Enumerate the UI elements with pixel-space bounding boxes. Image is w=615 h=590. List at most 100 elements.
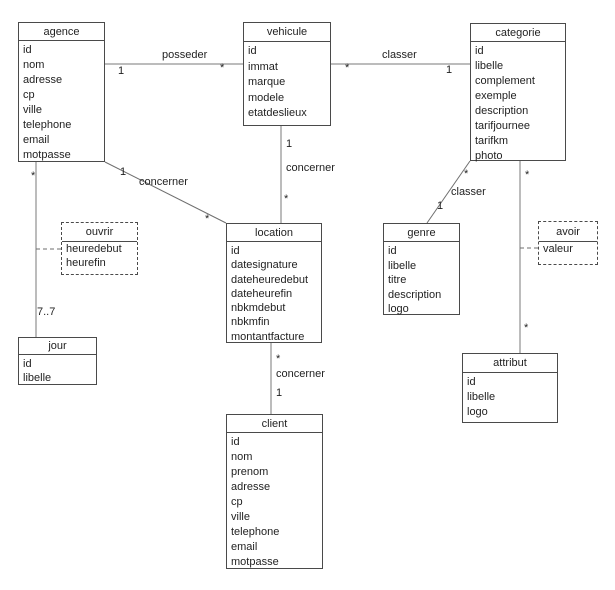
attribute-row: heuredebut: [66, 243, 122, 255]
attribute-row: id: [248, 45, 257, 57]
attribute-row: email: [23, 134, 50, 146]
attribute-row: nbkmdebut: [231, 302, 286, 315]
entity-attribut-title: attribut: [463, 354, 557, 373]
attribute-row: motpasse: [23, 149, 71, 161]
association-class-avoir-attributes: valeur: [539, 242, 597, 256]
mult-concerner-location-top: *: [284, 193, 289, 205]
entity-genre-title: genre: [384, 224, 459, 242]
attribute-row: marque: [248, 76, 286, 88]
entity-categorie: categorie id libelle complement exemple desc…: [470, 23, 566, 164]
attribute-row: dateheuredebut: [231, 273, 309, 286]
attribute-row: email: [231, 541, 258, 553]
attribute-row: ville: [231, 511, 250, 523]
attribute-row: id: [467, 376, 476, 388]
attribute-row: id: [475, 45, 484, 57]
attribute-row: dateheurefin: [231, 287, 293, 300]
attribute-row: valeur: [543, 243, 573, 255]
label-posseder: posseder: [162, 49, 208, 61]
attribute-row: ville: [23, 104, 42, 116]
mult-concerner-client: 1: [276, 387, 283, 399]
attribute-row: telephone: [23, 119, 72, 131]
attribute-row: id: [23, 44, 32, 56]
entity-agence-attributes: id nom adresse cp ville telephone email motpass…: [19, 41, 104, 163]
mult-classer-genre: 1: [437, 200, 444, 212]
attribute-row: heurefin: [66, 256, 106, 269]
attribute-row: tarifkm: [475, 135, 508, 147]
label-classer-top: classer: [382, 49, 417, 61]
attribute-row: adresse: [23, 74, 63, 86]
attribute-row: libelle: [475, 60, 504, 72]
mult-avoir-categorie: *: [525, 169, 530, 181]
attribute-row: montantfacture: [231, 330, 305, 343]
mult-avoir-attribut: *: [524, 322, 529, 334]
association-class-avoir: avoir valeur: [538, 221, 598, 265]
mult-ouvrir-agence: *: [31, 170, 36, 182]
attribute-row: libelle: [388, 259, 417, 272]
entity-categorie-attributes: id libelle complement exemple description tar…: [471, 42, 565, 164]
entity-agence: agence id nom adresse cp ville telephone email…: [18, 22, 105, 162]
attribute-row: modele: [248, 91, 285, 104]
association-class-avoir-title: avoir: [539, 222, 597, 242]
mult-concerner-location-left: *: [205, 213, 210, 225]
mult-concerner-location-bottom: *: [276, 353, 281, 365]
entity-genre-attributes: id libelle titre description logo: [384, 242, 459, 317]
entity-location-title: location: [227, 224, 321, 242]
attribute-row: datesignature: [231, 259, 298, 272]
attribute-row: motpasse: [231, 556, 279, 568]
line-categorie-genre: [426, 160, 471, 224]
entity-genre: genre id libelle titre description logo: [383, 223, 460, 315]
entity-vehicule-title: vehicule: [244, 23, 330, 42]
entity-jour-title: jour: [19, 338, 96, 355]
attribute-row: nom: [231, 451, 253, 463]
mult-posseder-agence: 1: [118, 65, 125, 77]
mult-classer-vehicule: *: [345, 62, 350, 74]
entity-agence-title: agence: [19, 23, 104, 41]
attribute-row: tarifjournee: [475, 120, 531, 132]
attribute-row: logo: [467, 406, 488, 418]
attribute-row: complement: [475, 75, 535, 87]
label-classer-diag: classer: [451, 186, 486, 198]
attribute-row: libelle: [23, 372, 52, 384]
attribute-row: etatdeslieux: [248, 107, 307, 119]
attribute-row: logo: [388, 303, 409, 315]
attribute-row: telephone: [231, 526, 280, 538]
mult-ouvrir-jour: 7..7: [37, 306, 56, 318]
attribute-row: id: [388, 245, 397, 257]
entity-client-title: client: [227, 415, 322, 433]
line-agence-location: [104, 161, 227, 224]
attribute-row: photo: [475, 150, 503, 162]
attribute-row: exemple: [475, 90, 517, 102]
label-concerner-location-client: concerner: [276, 368, 325, 380]
label-concerner-agence-location: concerner: [139, 176, 188, 188]
attribute-row: description: [388, 288, 442, 301]
mult-classer-categorie: 1: [446, 64, 453, 76]
association-class-ouvrir-title: ouvrir: [62, 223, 137, 242]
attribute-row: id: [231, 245, 240, 257]
attribute-row: prenom: [231, 466, 269, 478]
attribute-row: cp: [23, 89, 35, 101]
mult-classer-categorie-diag: *: [464, 168, 469, 180]
label-concerner-vehicule-location: concerner: [286, 162, 335, 174]
mult-concerner-agence: 1: [120, 166, 127, 178]
entity-categorie-title: categorie: [471, 24, 565, 42]
mult-concerner-vehicule: 1: [286, 138, 293, 150]
attribute-row: description: [475, 105, 529, 117]
attribute-row: titre: [388, 274, 407, 286]
attribute-row: nom: [23, 59, 45, 71]
attribute-row: nbkmfin: [231, 316, 270, 329]
attribute-row: cp: [231, 496, 243, 508]
